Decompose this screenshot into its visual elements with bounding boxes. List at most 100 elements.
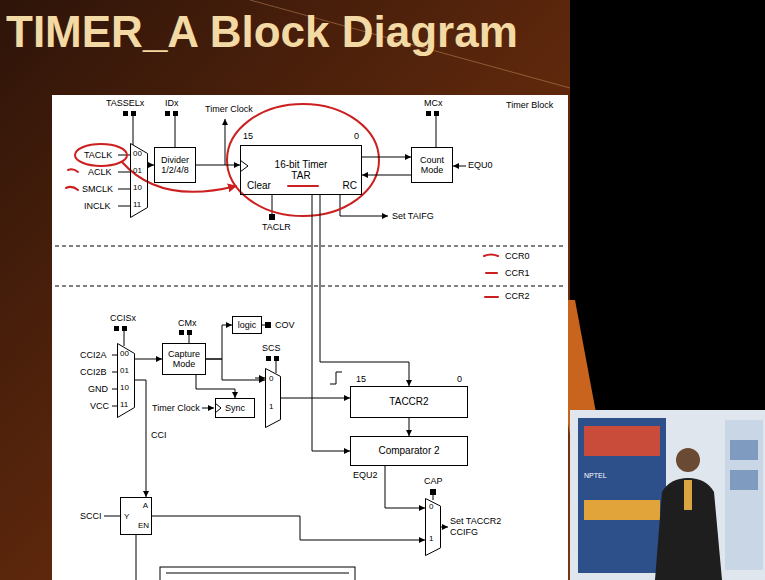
signal-wire xyxy=(225,119,226,165)
slide-background xyxy=(584,426,660,456)
signal-label: INCLK xyxy=(84,201,111,212)
capture-register-box: TACCR2 xyxy=(350,386,468,418)
signal-label: IDx xyxy=(165,98,179,109)
control-bit xyxy=(265,322,271,328)
signal-label: CCI2B xyxy=(80,367,107,378)
signal-wire xyxy=(55,246,565,247)
signal-connector xyxy=(281,398,350,399)
box-text: TACCR2 xyxy=(389,396,428,408)
signal-label: CCR2 xyxy=(505,291,530,302)
signal-label: VCC xyxy=(90,401,109,412)
box-text: Comparator 2 xyxy=(378,445,439,457)
clock-select-mux: 00011011 xyxy=(130,143,148,218)
signal-wire xyxy=(124,331,125,346)
mux-input-number: 00 xyxy=(120,350,129,358)
signal-connector xyxy=(409,418,410,436)
slide-background xyxy=(655,478,722,580)
signal-connector xyxy=(152,516,425,540)
mux-input-number: 11 xyxy=(120,401,128,409)
pen-annotation xyxy=(68,169,78,172)
mux-input-number: 0 xyxy=(429,503,433,511)
mux-input-number: 1 xyxy=(429,535,433,543)
signal-label: TACLR xyxy=(262,222,291,233)
control-bit xyxy=(179,330,184,335)
signal-connector xyxy=(135,380,146,497)
signal-connector xyxy=(362,157,411,158)
slide-background xyxy=(0,0,570,580)
capture-mode-box: Capture Mode xyxy=(162,343,206,375)
signal-label: 15 xyxy=(356,374,366,385)
pen-annotation xyxy=(66,104,498,297)
slide-background xyxy=(578,418,666,573)
signal-wire xyxy=(112,406,117,407)
signal-label: CCR0 xyxy=(505,251,530,262)
signal-wire xyxy=(112,355,117,356)
signal-wire xyxy=(55,116,565,580)
control-bit xyxy=(187,330,192,335)
signal-label: GND xyxy=(88,384,108,395)
mode-select-mux: 01 xyxy=(425,498,441,556)
signal-connector xyxy=(255,378,265,379)
box-text: Clear xyxy=(247,181,271,191)
logic-box: logic xyxy=(232,316,262,334)
signal-wire xyxy=(276,361,277,373)
timer-register-box: 16-bit Timer TARClearRC xyxy=(240,145,362,195)
mux-input-number: 01 xyxy=(133,167,142,175)
logo-text: NPTEL xyxy=(584,470,607,481)
count-mode-box: Count Mode xyxy=(411,147,453,183)
pen-annotation xyxy=(485,296,498,298)
control-bit xyxy=(122,326,127,331)
control-bit xyxy=(114,111,439,495)
signal-wire xyxy=(189,335,190,343)
signal-wire xyxy=(441,527,448,528)
signal-wire xyxy=(433,495,434,500)
control-bit xyxy=(131,111,136,116)
control-bit xyxy=(123,111,128,116)
signal-label: CCI2A xyxy=(80,350,107,361)
signal-label: COV xyxy=(275,320,295,331)
signal-label: CCR1 xyxy=(505,268,530,279)
signal-connector xyxy=(320,195,409,386)
signal-label: CCISx xyxy=(110,313,136,324)
signal-wire xyxy=(133,116,134,145)
signal-label: CCI xyxy=(151,430,167,441)
signal-wire xyxy=(112,372,117,373)
signal-wire xyxy=(112,389,117,390)
signal-label: SCCI xyxy=(80,511,102,522)
signal-connector xyxy=(206,325,232,359)
signal-wire xyxy=(436,116,437,147)
pen-annotation xyxy=(66,187,78,190)
control-bit xyxy=(173,111,178,116)
signal-wire xyxy=(136,535,137,580)
box-text: RC xyxy=(343,181,357,191)
slide-background xyxy=(725,420,763,570)
box-text: Divider 1/2/4/8 xyxy=(157,155,193,176)
signal-label: MCx xyxy=(424,98,443,109)
signal-connector xyxy=(312,195,350,451)
signal-label: Set TAIFG xyxy=(392,211,434,222)
mux-input-number: 1 xyxy=(269,403,273,411)
signal-label: Timer Block xyxy=(506,100,553,111)
box-text: EN xyxy=(138,522,149,530)
pen-annotation xyxy=(484,255,498,257)
box-text: Sync xyxy=(225,403,245,413)
box-text: A xyxy=(143,502,148,510)
signal-wire xyxy=(262,325,265,326)
box-text: Capture Mode xyxy=(165,349,203,370)
slide-background xyxy=(684,480,692,510)
mux-input-number: 00 xyxy=(133,150,142,158)
signal-label: 0 xyxy=(457,374,462,385)
title-text: TIMER_A Block Diagram xyxy=(6,7,518,56)
signal-wire xyxy=(330,372,342,384)
slide-background xyxy=(570,0,765,580)
control-bit xyxy=(266,356,271,361)
signal-wire xyxy=(118,189,130,190)
slide-background xyxy=(730,440,758,460)
signal-label: CMx xyxy=(178,318,197,329)
signal-label: SMCLK xyxy=(82,184,113,195)
control-bit xyxy=(426,111,431,116)
slide-background xyxy=(584,500,660,520)
slide-background xyxy=(730,470,758,490)
